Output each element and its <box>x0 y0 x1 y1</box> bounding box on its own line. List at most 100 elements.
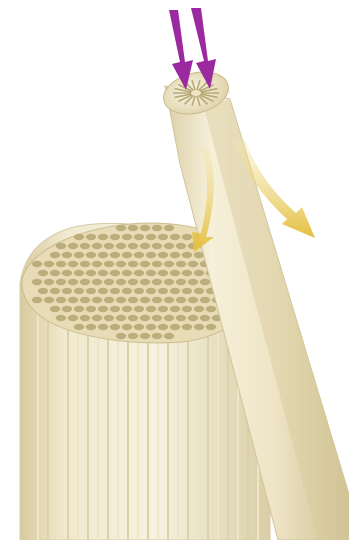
bundle-fiber-end <box>194 288 204 294</box>
bundle-fiber-end <box>80 297 90 303</box>
bundle-fiber-end <box>62 270 72 276</box>
bundle-fiber-end <box>182 324 192 330</box>
bundle-fiber-end <box>134 288 144 294</box>
bundle-fiber-end <box>122 306 132 312</box>
bundle-fiber-end <box>164 261 174 267</box>
bundle-fiber-end <box>140 261 150 267</box>
bundle-fiber-end <box>158 306 168 312</box>
bundle-fiber-end <box>32 261 42 267</box>
bundle-fiber-end <box>50 288 60 294</box>
bundle-fiber-end <box>86 252 96 258</box>
bundle-fiber-end <box>86 234 96 240</box>
bundle-fiber-end <box>158 252 168 258</box>
bundle-fiber-end <box>128 279 138 285</box>
bundle-fiber-end <box>32 297 42 303</box>
bundle-fiber-end <box>86 306 96 312</box>
bundle-fiber-end <box>170 306 180 312</box>
bundle-fiber-end <box>128 243 138 249</box>
bundle-fiber-end <box>146 288 156 294</box>
bundle-fiber-end <box>146 270 156 276</box>
bundle-fiber-end <box>140 297 150 303</box>
bundle-fiber-end <box>182 288 192 294</box>
bundle-fiber-end <box>110 270 120 276</box>
bundle-fiber-end <box>194 324 204 330</box>
bundle-fiber-end <box>62 306 72 312</box>
bundle-fiber-end <box>182 270 192 276</box>
bundle-fiber-end <box>206 306 216 312</box>
bundle-fiber-end <box>116 315 126 321</box>
bundle-fiber-end <box>68 243 78 249</box>
bundle-fiber-end <box>158 234 168 240</box>
bundle-fiber-end <box>200 297 210 303</box>
bundle-fiber-end <box>134 306 144 312</box>
bundle-fiber-end <box>170 288 180 294</box>
bundle-fiber-end <box>68 279 78 285</box>
bundle-fiber-end <box>38 270 48 276</box>
bundle-fiber-end <box>50 306 60 312</box>
bundle-fiber-end <box>176 315 186 321</box>
bundle-fiber-end <box>92 261 102 267</box>
bundle-fiber-end <box>164 225 174 231</box>
bundle-fiber-end <box>68 297 78 303</box>
bundle-fiber-end <box>50 252 60 258</box>
bundle-fiber-end <box>182 252 192 258</box>
bundle-fiber-end <box>86 288 96 294</box>
bundle-fiber-end <box>128 315 138 321</box>
bundle-fiber-end <box>116 261 126 267</box>
bundle-fiber-end <box>104 243 114 249</box>
bundle-fiber-end <box>158 324 168 330</box>
bundle-fiber-end <box>176 243 186 249</box>
bundle-fiber-end <box>128 333 138 339</box>
bundle-fiber-end <box>86 270 96 276</box>
bundle-fiber-end <box>140 279 150 285</box>
bundle-fiber-end <box>104 315 114 321</box>
bundle-fiber-end <box>134 270 144 276</box>
bundle-fiber-end <box>158 288 168 294</box>
bundle-fiber-end <box>158 270 168 276</box>
bundle-fiber-end <box>164 297 174 303</box>
bundle-fiber-end <box>176 261 186 267</box>
bundle-fiber-end <box>32 279 42 285</box>
bundle-fiber-end <box>92 279 102 285</box>
bundle-fiber-end <box>110 324 120 330</box>
bundle-fiber-end <box>116 279 126 285</box>
bundle-fiber-end <box>92 243 102 249</box>
bundle-fiber-end <box>134 324 144 330</box>
bundle-fiber-end <box>188 279 198 285</box>
bundle-fiber-end <box>164 333 174 339</box>
bundle-fiber-end <box>56 279 66 285</box>
bundle-fiber-end <box>56 261 66 267</box>
bundle-fiber-end <box>152 243 162 249</box>
bundle-fiber-end <box>104 297 114 303</box>
bundle-fiber-end <box>176 279 186 285</box>
bundle-fiber-end <box>152 225 162 231</box>
bundle-fiber-end <box>194 270 204 276</box>
bundle-fiber-end <box>146 234 156 240</box>
bundle-fiber-end <box>140 243 150 249</box>
bundle-fiber-end <box>128 225 138 231</box>
bundle-fiber-end <box>140 315 150 321</box>
bundle-fiber-end <box>122 270 132 276</box>
bundle-fiber-end <box>74 324 84 330</box>
bundle-fiber-end <box>86 324 96 330</box>
bundle-fiber-end <box>152 315 162 321</box>
bundle-fiber-end <box>116 225 126 231</box>
bundle-fiber-end <box>188 261 198 267</box>
bundle-fiber-end <box>80 261 90 267</box>
bundle-fiber-end <box>164 243 174 249</box>
bundle-fiber-end <box>110 252 120 258</box>
bundle-fiber-end <box>164 315 174 321</box>
bundle-fiber-end <box>116 333 126 339</box>
bundle-fiber-end <box>152 333 162 339</box>
bundle-fiber-end <box>98 270 108 276</box>
bundle-fiber-end <box>182 306 192 312</box>
bundle-fiber-end <box>170 270 180 276</box>
bundle-fiber-end <box>98 288 108 294</box>
bundle-fiber-end <box>80 243 90 249</box>
bundle-fiber-end <box>152 297 162 303</box>
bundle-fiber-end <box>62 288 72 294</box>
bundle-fiber-end <box>206 324 216 330</box>
bundle-fiber-end <box>122 288 132 294</box>
bundle-fiber-end <box>50 270 60 276</box>
bundle-fiber-end <box>74 288 84 294</box>
